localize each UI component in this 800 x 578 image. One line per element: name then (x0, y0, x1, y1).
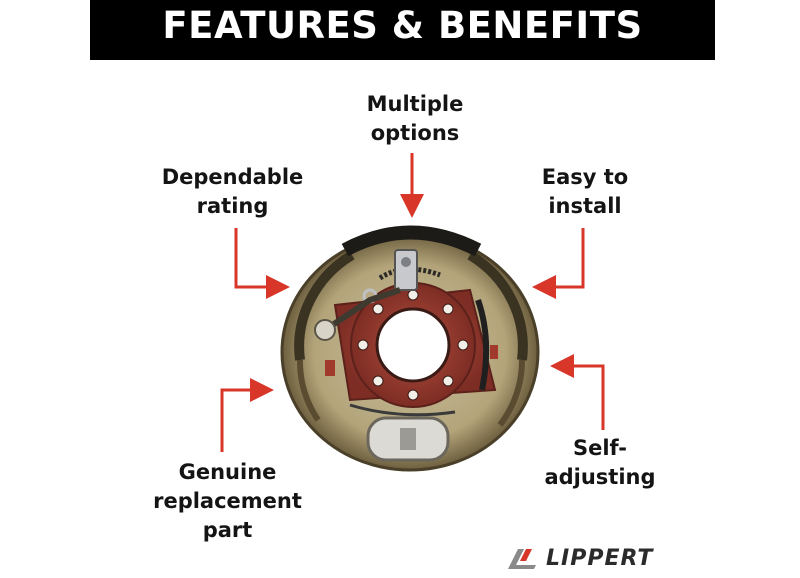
feature-label-line: replacement (153, 489, 302, 513)
feature-label-multiple-options: Multiple options (340, 90, 490, 148)
feature-label-easy-to-install: Easy to install (520, 163, 650, 221)
feature-label-line: Easy to (541, 165, 629, 189)
feature-label-dependable-rating: Dependable rating (150, 163, 315, 221)
feature-label-line: Multiple (366, 92, 464, 116)
arrow-icon (220, 378, 274, 452)
feature-label-line: Self- (572, 436, 628, 460)
title-banner: FEATURES & BENEFITS (90, 0, 715, 60)
feature-label-self-adjusting: Self- adjusting (535, 434, 665, 492)
lippert-logo: LIPPERT (506, 542, 653, 574)
feature-label-line: adjusting (544, 465, 656, 489)
arrow-icon (550, 354, 605, 430)
arrow-icon (234, 228, 290, 299)
feature-label-line: Genuine (178, 460, 277, 484)
banner-title: FEATURES & BENEFITS (162, 3, 643, 47)
feature-label-line: rating (196, 194, 269, 218)
feature-label-line: Dependable (161, 165, 304, 189)
logo-text: LIPPERT (546, 545, 654, 571)
feature-label-genuine-replacement-part: Genuine replacement part (140, 458, 315, 545)
arrow-icon (532, 228, 585, 299)
feature-label-line: options (370, 121, 460, 145)
lippert-logo-icon (508, 549, 536, 569)
feature-label-line: part (202, 518, 253, 542)
feature-label-line: install (548, 194, 622, 218)
